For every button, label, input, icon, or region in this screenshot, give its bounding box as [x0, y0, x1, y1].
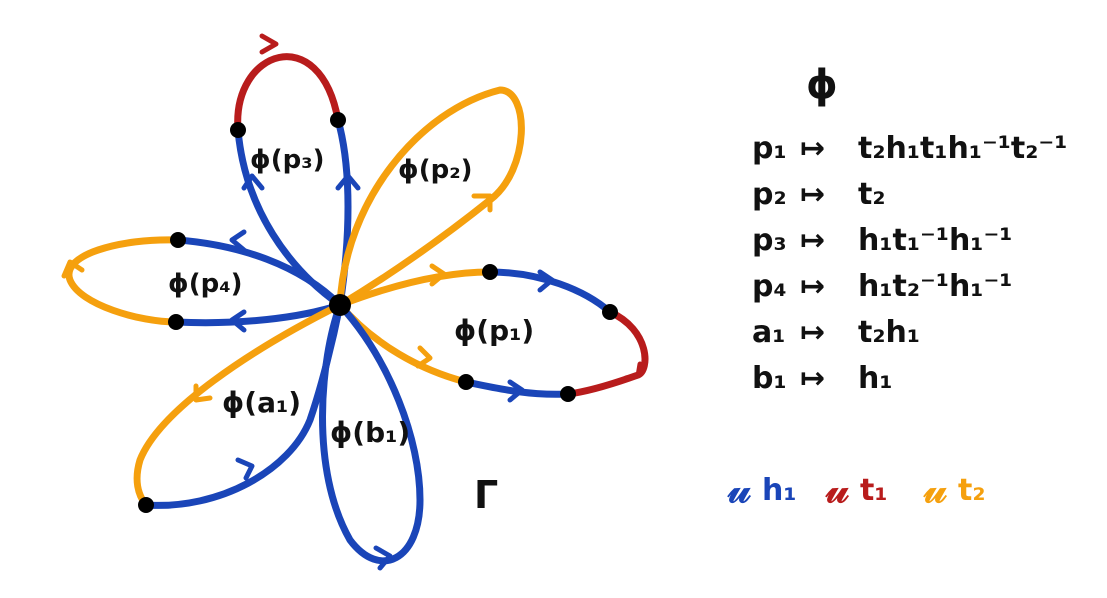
arrow-p3-t1 [259, 33, 279, 55]
vertex-p3-right [330, 112, 346, 128]
edge-p4-left-t2 [65, 236, 182, 326]
legend-label-t1: t₁ [860, 473, 887, 508]
legend-label-h1: h₁ [762, 473, 797, 508]
arrow-p4-left-t2 [61, 259, 85, 279]
edge-p1-right-t1 [564, 308, 649, 398]
vertex-p1-bottom-left [458, 374, 474, 390]
vertex-p4-bottom [168, 314, 184, 330]
arrow-p3-left-h1 [241, 173, 265, 191]
arrow-a1-t2 [193, 383, 213, 403]
label-phi-p4: ϕ(p₄) [168, 269, 242, 299]
label-phi-p2: ϕ(p₂) [398, 155, 472, 185]
arrow-p3-right-h1 [335, 173, 361, 191]
maps-to-arrow: ↦ [800, 315, 825, 350]
map-title-phi: ϕ [806, 62, 838, 108]
map-rule-to: h₁t₂⁻¹h₁⁻¹ [858, 269, 1012, 304]
map-rule-from: p₂ [752, 177, 787, 212]
map-rule-to: h₁t₁⁻¹h₁⁻¹ [858, 223, 1012, 258]
map-rule-to: t₂h₁ [858, 315, 920, 350]
map-rule-from: b₁ [752, 361, 787, 396]
edge-p1-bottom-h1 [462, 378, 572, 398]
map-rules: p₁ ↦ t₂h₁t₁h₁⁻¹t₂⁻¹ p₂ ↦ t₂ p₃ ↦ h₁t₁⁻¹h₁⁻¹ p₄ ↦ h₁… [752, 131, 1067, 396]
color-legend: 𝓊 h₁ 𝓊 t₁ 𝓊 t₂ [727, 466, 985, 512]
map-rule-to: t₂h₁t₁h₁⁻¹t₂⁻¹ [858, 131, 1067, 166]
label-phi-b1: ϕ(b₁) [330, 416, 410, 449]
maps-to-arrow: ↦ [800, 131, 825, 166]
arrow-a1-h1 [235, 457, 255, 481]
arrow-p2-t2 [471, 193, 493, 213]
edge-arrows [61, 33, 643, 571]
petal-labels: ϕ(p₃) ϕ(p₂) ϕ(p₄) ϕ(p₁) ϕ(a₁) ϕ(b₁) [168, 145, 534, 449]
label-phi-p1: ϕ(p₁) [454, 314, 534, 347]
edge-b1-h1 [319, 301, 424, 565]
vertex-p4-top [170, 232, 186, 248]
edge-a1-t2 [133, 301, 344, 509]
map-rule-from: p₁ [752, 131, 787, 166]
maps-to-arrow: ↦ [800, 361, 825, 396]
graph-edges [65, 53, 649, 565]
map-definition: ϕ p₁ ↦ t₂h₁t₁h₁⁻¹t₂⁻¹ p₂ ↦ t₂ p₃ ↦ h₁t₁⁻¹h₁⁻¹ p₄ ↦… [752, 62, 1067, 396]
arrow-p4-top-h1 [229, 229, 247, 253]
legend-swatch-t2: 𝓊 [923, 466, 948, 512]
label-phi-p3: ϕ(p₃) [250, 145, 324, 175]
map-rule-from: p₄ [752, 269, 787, 304]
arrow-b1-h1 [373, 545, 393, 571]
arrow-p1-t1 [623, 361, 643, 381]
base-vertex [329, 294, 351, 316]
map-rule-from: p₃ [752, 223, 787, 258]
vertex-p3-left [230, 122, 246, 138]
legend-swatch-h1: 𝓊 [727, 466, 752, 512]
map-rule-to: h₁ [858, 361, 893, 396]
map-rule-from: a₁ [752, 315, 785, 350]
arrow-p1-bottom-t2 [415, 345, 433, 369]
arrow-p1-bottom-h1 [507, 379, 525, 403]
arrow-p1-top-h1 [537, 269, 555, 293]
vertex-p1-right [602, 304, 618, 320]
edge-p2-t2 [336, 86, 525, 309]
label-phi-a1: ϕ(a₁) [222, 386, 301, 419]
maps-to-arrow: ↦ [800, 177, 825, 212]
edge-p3-top-t1 [234, 53, 342, 134]
graph-vertices [138, 112, 618, 513]
map-rule-to: t₂ [858, 177, 885, 212]
arrow-p1-top-t2 [429, 263, 447, 287]
edge-p1-bottom-t2 [336, 301, 470, 386]
legend-label-t2: t₂ [958, 473, 985, 508]
vertex-a1 [138, 497, 154, 513]
vertex-p1-top [482, 264, 498, 280]
maps-to-arrow: ↦ [800, 269, 825, 304]
edge-p1-top-h1 [486, 268, 614, 316]
vertex-p1-bottom-right [560, 386, 576, 402]
edge-p4-top-h1 [174, 236, 344, 309]
edge-p1-top-t2 [336, 268, 494, 309]
graph-name-gamma: Γ [474, 473, 498, 517]
maps-to-arrow: ↦ [800, 223, 825, 258]
arrow-p4-bottom-h1 [229, 309, 247, 333]
legend-swatch-t1: 𝓊 [825, 466, 850, 512]
